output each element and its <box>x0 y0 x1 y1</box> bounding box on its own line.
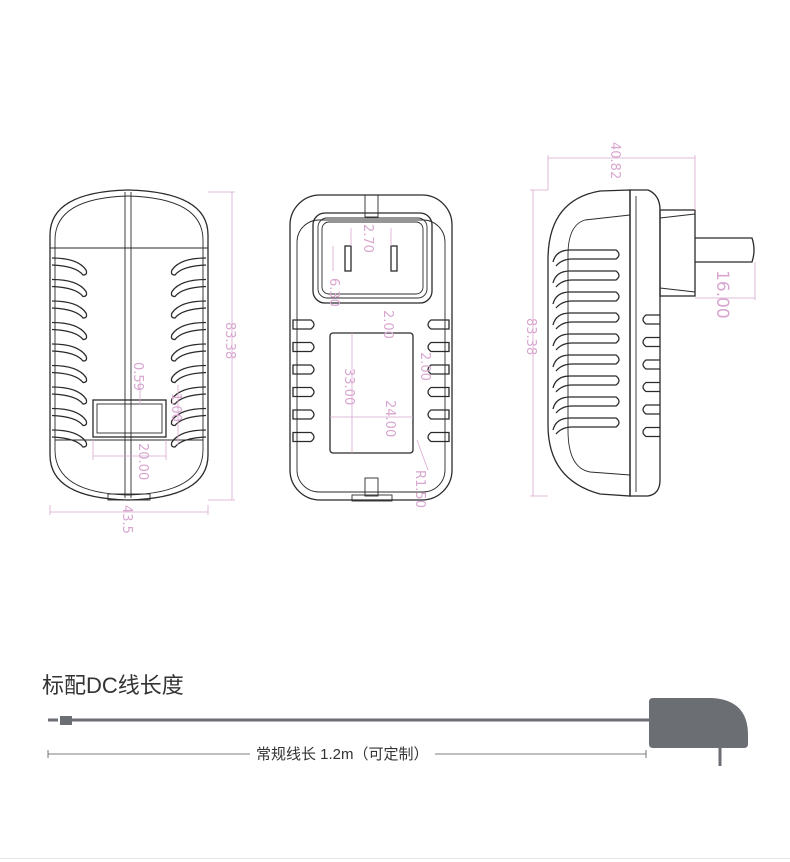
vent-slot <box>552 291 620 309</box>
section-title: 标配DC线长度 <box>42 673 184 698</box>
vent-slot <box>51 343 88 362</box>
vent-slot <box>51 321 88 341</box>
vent-slot <box>642 336 660 348</box>
dim-side-depth: 40.82 <box>607 142 622 179</box>
vent-slot <box>51 364 88 384</box>
vent-slot <box>292 341 315 353</box>
dim-gap-b: 2.00 <box>417 352 432 381</box>
vent-slot <box>427 409 450 420</box>
vent-slot <box>642 404 660 415</box>
vent-slot <box>552 354 620 372</box>
vent-slot <box>170 300 207 319</box>
vent-slot <box>427 431 450 443</box>
vent-slot <box>552 249 620 267</box>
vent-slot <box>552 270 620 288</box>
vent-slot <box>642 314 660 325</box>
vent-slot <box>51 386 88 405</box>
vent-slot <box>51 257 88 276</box>
vent-slot <box>170 364 207 384</box>
back-view: 2.70 6.30 2.00 2.00 33.00 24.00 R1.50 <box>289 194 453 508</box>
dim-window-width: 20.00 <box>135 443 150 480</box>
vent-slot <box>170 429 207 448</box>
vent-slot <box>552 333 620 351</box>
dim-gap-a: 2.00 <box>380 310 395 339</box>
vent-slot <box>427 319 450 330</box>
vent-slot <box>427 341 450 353</box>
vent-slot <box>552 312 620 330</box>
vent-slot <box>642 426 660 438</box>
front-view: 83.38 43.5 20.00 0.59 1.00 <box>49 189 237 534</box>
vent-slot <box>427 386 450 398</box>
dim-side-height: 83.38 <box>523 318 538 355</box>
vent-slot <box>292 364 315 375</box>
vent-slot <box>552 375 620 393</box>
dim-offset-a: 0.59 <box>130 362 145 391</box>
vent-slot <box>170 407 207 427</box>
vent-slot <box>642 381 660 393</box>
vent-slot <box>51 407 88 427</box>
vent-slot <box>292 386 315 398</box>
vent-slot <box>51 278 88 298</box>
vent-slot <box>170 343 207 362</box>
vent-slot <box>170 321 207 341</box>
vent-slot <box>552 396 620 414</box>
vent-slot <box>51 429 88 448</box>
vent-slot <box>292 431 315 443</box>
dim-pin-length: 6.30 <box>326 278 341 307</box>
dc-cable <box>47 698 748 766</box>
dim-corner-radius: R1.50 <box>412 470 427 508</box>
dim-front-width: 43.5 <box>119 505 134 534</box>
adapter-icon <box>649 698 748 748</box>
dim-label-height: 33.00 <box>341 368 356 405</box>
vent-slot <box>642 359 660 370</box>
dim-offset-b: 1.00 <box>168 393 183 422</box>
vent-slot <box>292 409 315 420</box>
dim-label-width: 24.00 <box>382 400 397 437</box>
dim-pin-spacing: 2.70 <box>360 224 375 253</box>
divider <box>0 858 790 859</box>
cable-length-label: 常规线长 1.2m（可定制） <box>250 743 435 764</box>
vent-slot <box>170 386 207 405</box>
vent-slot <box>170 278 207 298</box>
vent-slot <box>51 300 88 319</box>
side-view: 40.82 83.38 16.00 <box>523 142 756 497</box>
vent-slot <box>170 257 207 276</box>
vent-slot <box>552 417 620 435</box>
vent-slot <box>292 319 315 330</box>
dim-side-pin-length: 16.00 <box>712 270 732 319</box>
vent-slot <box>427 364 450 375</box>
dim-front-height: 83.38 <box>222 322 237 359</box>
